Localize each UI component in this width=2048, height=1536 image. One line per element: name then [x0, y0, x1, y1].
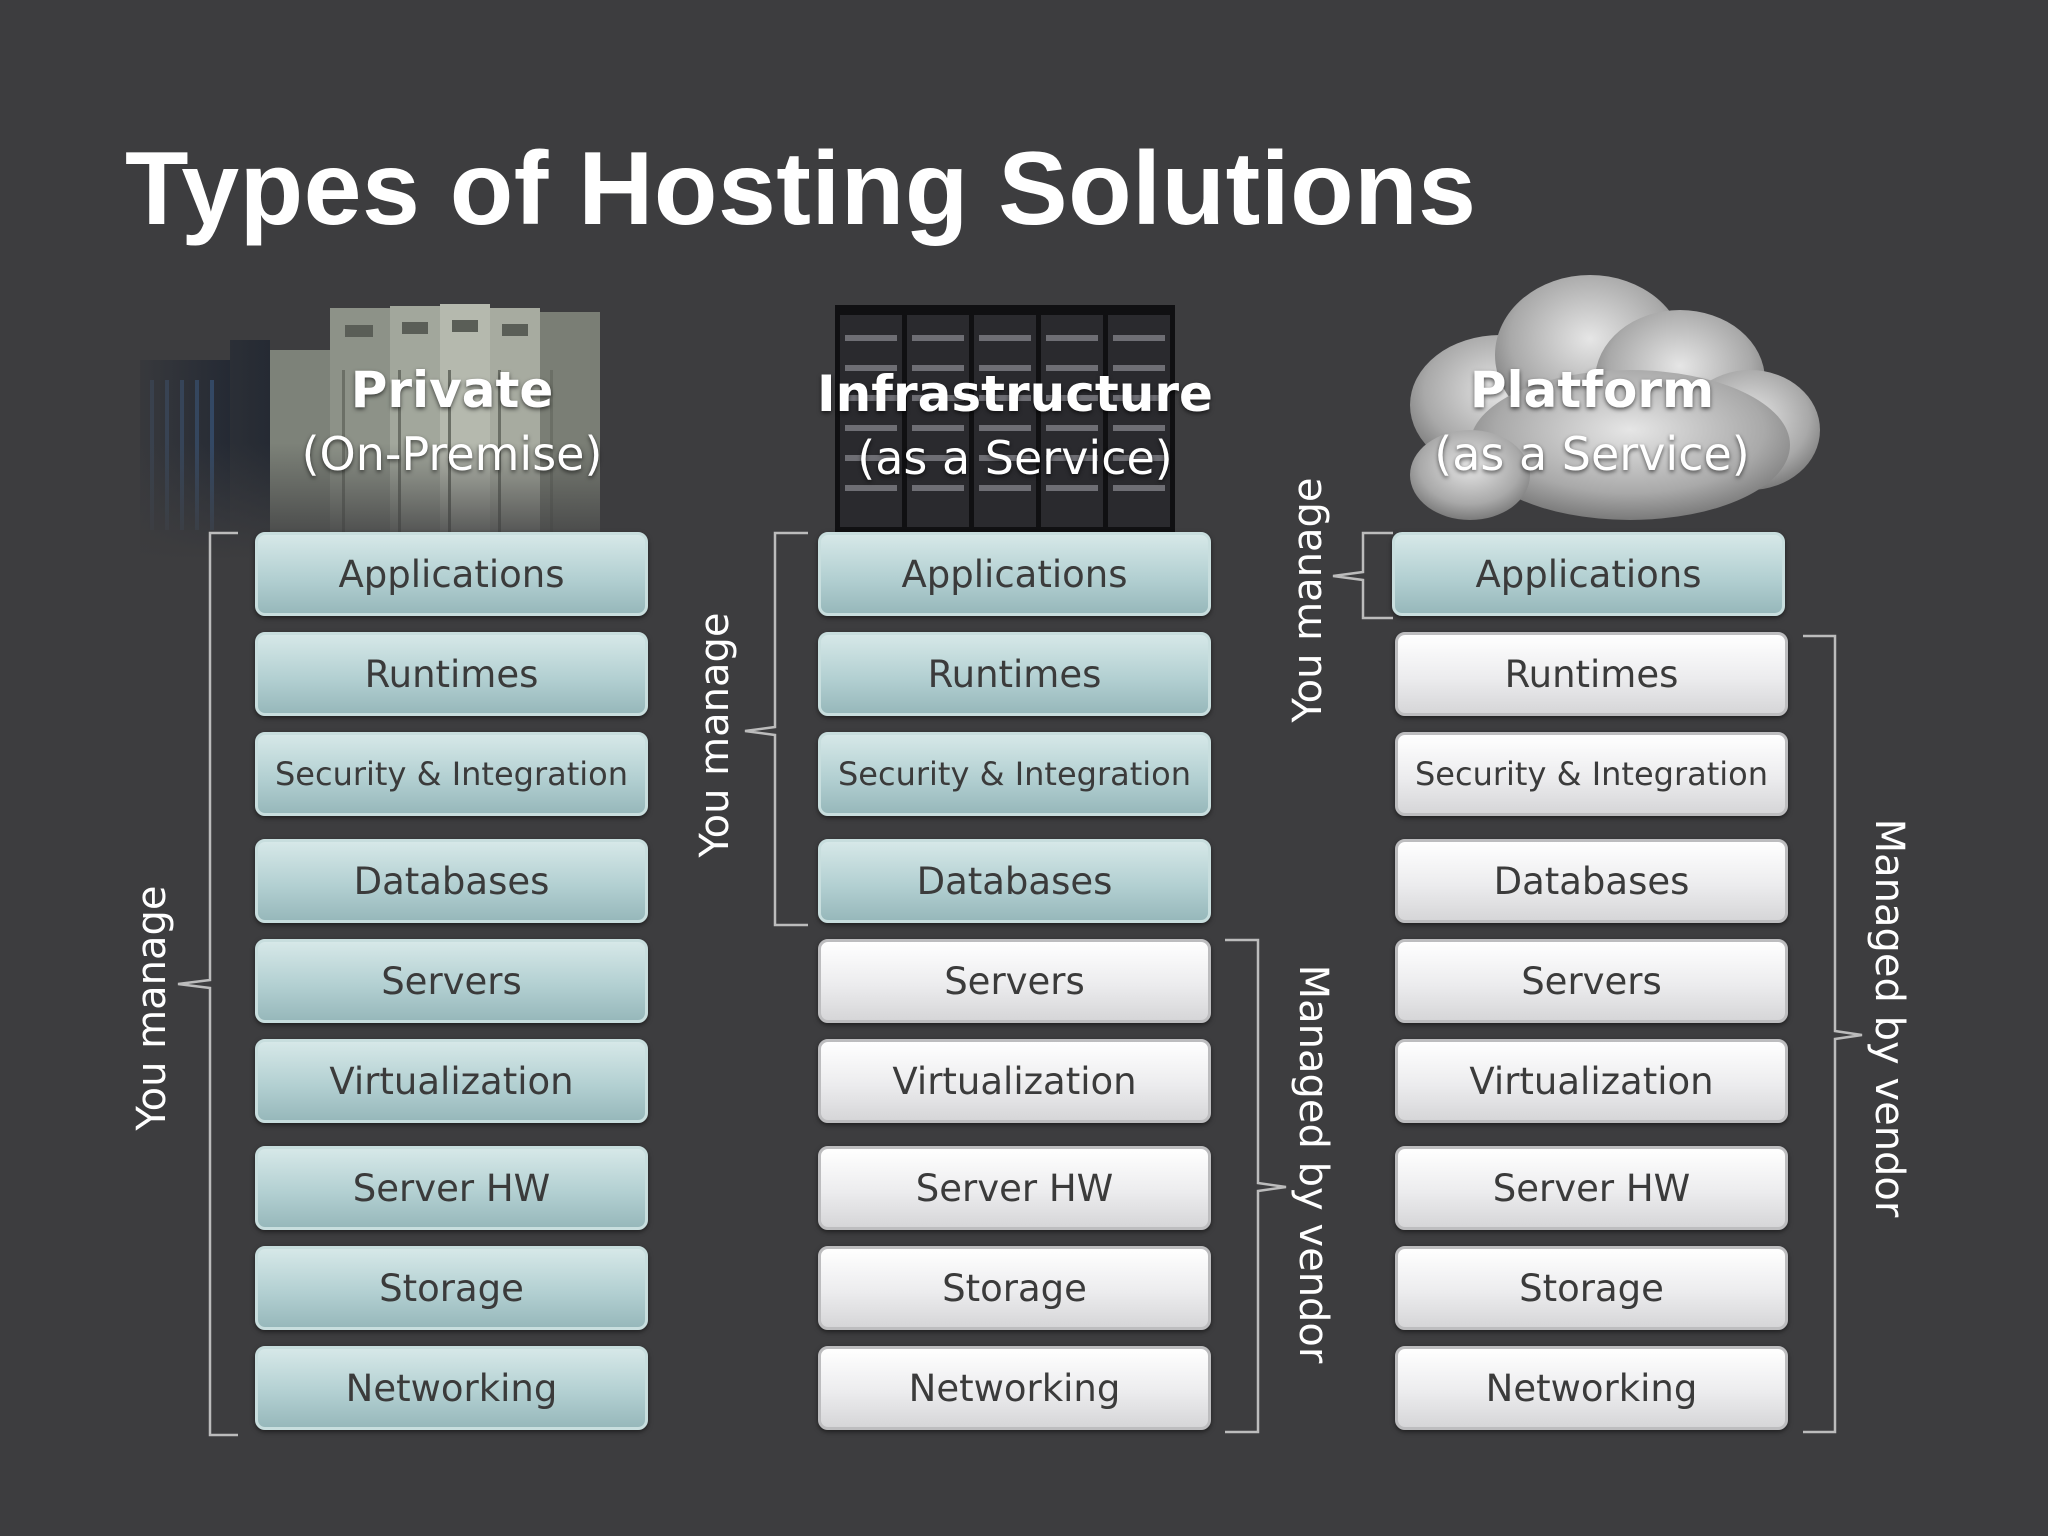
private-layer-server-hw: Server HW	[255, 1146, 648, 1230]
iaas-you-manage-label: You manage	[692, 612, 738, 858]
private-you-manage-brace	[177, 531, 238, 1437]
iaas-you-manage-brace	[744, 531, 808, 927]
iaas-vendor-brace	[1225, 938, 1287, 1434]
iaas-layer-virtualization: Virtualization	[818, 1039, 1211, 1123]
paas-layer-storage: Storage	[1395, 1246, 1788, 1330]
iaas-layer-security: Security & Integration	[818, 732, 1211, 816]
server-racks-image	[130, 300, 690, 560]
paas-layer-runtimes: Runtimes	[1395, 632, 1788, 716]
private-layer-virtualization: Virtualization	[255, 1039, 648, 1123]
iaas-layer-databases: Databases	[818, 839, 1211, 923]
private-layer-servers: Servers	[255, 939, 648, 1023]
paas-heading: Platform (as a Service)	[1332, 358, 1852, 486]
iaas-layer-networking: Networking	[818, 1346, 1211, 1430]
iaas-vendor-label: Managed by vendor	[1290, 964, 1336, 1364]
private-heading: Private (On-Premise)	[192, 358, 712, 486]
paas-layer-security: Security & Integration	[1395, 732, 1788, 816]
heading-title: Private	[350, 361, 554, 419]
heading-subtitle: (On-Premise)	[301, 427, 603, 481]
iaas-layer-server-hw: Server HW	[818, 1146, 1211, 1230]
private-layer-storage: Storage	[255, 1246, 648, 1330]
paas-vendor-label: Managed by vendor	[1866, 818, 1912, 1218]
datacenter-image	[835, 305, 1195, 535]
slide-title: Types of Hosting Solutions	[125, 131, 1477, 247]
paas-layer-databases: Databases	[1395, 839, 1788, 923]
private-layer-networking: Networking	[255, 1346, 648, 1430]
private-layer-security: Security & Integration	[255, 732, 648, 816]
iaas-layer-servers: Servers	[818, 939, 1211, 1023]
private-layer-applications: Applications	[255, 532, 648, 616]
private-layer-runtimes: Runtimes	[255, 632, 648, 716]
heading-subtitle: (as a Service)	[1434, 427, 1750, 481]
paas-layer-virtualization: Virtualization	[1395, 1039, 1788, 1123]
private-layer-databases: Databases	[255, 839, 648, 923]
paas-vendor-brace	[1803, 634, 1863, 1434]
paas-you-manage-label: You manage	[1285, 477, 1331, 723]
paas-layer-networking: Networking	[1395, 1346, 1788, 1430]
paas-layer-servers: Servers	[1395, 939, 1788, 1023]
iaas-heading: Infrastructure (as a Service)	[755, 362, 1275, 490]
paas-you-manage-brace	[1332, 531, 1393, 620]
iaas-layer-runtimes: Runtimes	[818, 632, 1211, 716]
heading-subtitle: (as a Service)	[857, 431, 1173, 485]
heading-title: Infrastructure	[817, 365, 1213, 423]
cloud-image	[1410, 275, 1820, 520]
paas-layer-server-hw: Server HW	[1395, 1146, 1788, 1230]
heading-title: Platform	[1469, 361, 1715, 419]
iaas-layer-storage: Storage	[818, 1246, 1211, 1330]
private-you-manage-label: You manage	[129, 885, 175, 1131]
iaas-layer-applications: Applications	[818, 532, 1211, 616]
paas-layer-applications: Applications	[1392, 532, 1785, 616]
